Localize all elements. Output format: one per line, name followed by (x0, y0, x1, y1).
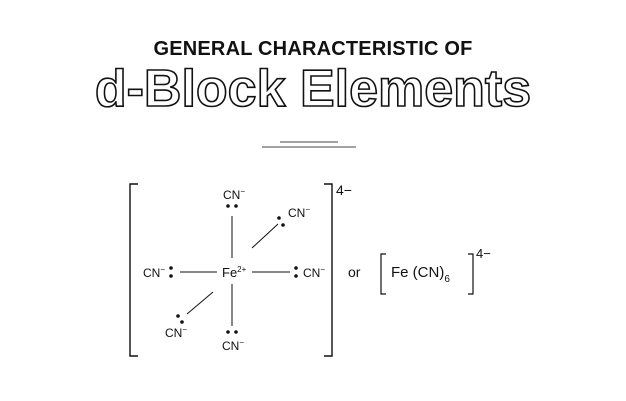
lone-pair-left-2 (169, 274, 173, 278)
central-atom-charge: 2+ (237, 265, 246, 274)
ligand-left: CN− (143, 265, 165, 280)
lone-pair-right-1 (294, 266, 298, 270)
ligand-bottom-label: CN (222, 339, 239, 353)
title-line-2-text: d-Block Elements (95, 60, 531, 118)
left-bracket (129, 183, 138, 357)
ligand-top-charge: − (240, 187, 245, 196)
ligand-lower-left-label: CN (165, 326, 182, 340)
condensed-formula: Fe (CN)6 (391, 264, 450, 285)
ligand-lower-left-charge: − (182, 325, 187, 334)
or-connector: or (348, 264, 361, 280)
lone-pair-upper-right-1 (277, 216, 281, 220)
central-atom: Fe2+ (222, 265, 247, 280)
formula-prefix: Fe (CN) (391, 264, 444, 281)
ligand-top-label: CN (223, 188, 240, 202)
lone-pair-bottom-2 (234, 330, 238, 334)
right-bracket (324, 183, 333, 357)
lone-pair-bottom-1 (226, 330, 230, 334)
lone-pair-top-1 (226, 204, 230, 208)
lone-pair-right-2 (294, 274, 298, 278)
title-line-1: GENERAL CHARACTERISTIC OF (153, 38, 473, 60)
lone-pair-upper-right-2 (281, 223, 285, 227)
formula-charge: 4− (476, 246, 491, 261)
ligand-upper-right-label: CN (288, 206, 305, 220)
overall-charge: 4− (336, 182, 352, 198)
ligand-right-charge: − (320, 265, 325, 274)
ligand-right: CN− (303, 265, 325, 280)
ligand-lower-left: CN− (165, 325, 187, 340)
title-line-2: d-Block Elements (94, 59, 532, 118)
lone-pair-top-2 (234, 204, 238, 208)
formula-left-bracket (380, 253, 386, 295)
formula-subscript: 6 (444, 274, 450, 285)
bond-lower-left (186, 291, 214, 315)
lone-pair-left-1 (169, 266, 173, 270)
lone-pair-lower-left-1 (176, 314, 180, 318)
ligand-upper-right: CN− (288, 205, 310, 220)
bond-upper-right (251, 223, 279, 249)
formula-right-bracket (468, 253, 474, 295)
ligand-bottom-charge: − (239, 338, 244, 347)
ligand-left-charge: − (160, 265, 165, 274)
lone-pair-lower-left-2 (180, 320, 184, 324)
ligand-upper-right-charge: − (305, 205, 310, 214)
ligand-right-label: CN (303, 266, 320, 280)
ligand-top: CN− (223, 187, 245, 202)
ligand-bottom: CN− (222, 338, 244, 353)
ligand-left-label: CN (143, 266, 160, 280)
central-atom-symbol: Fe (222, 265, 237, 280)
